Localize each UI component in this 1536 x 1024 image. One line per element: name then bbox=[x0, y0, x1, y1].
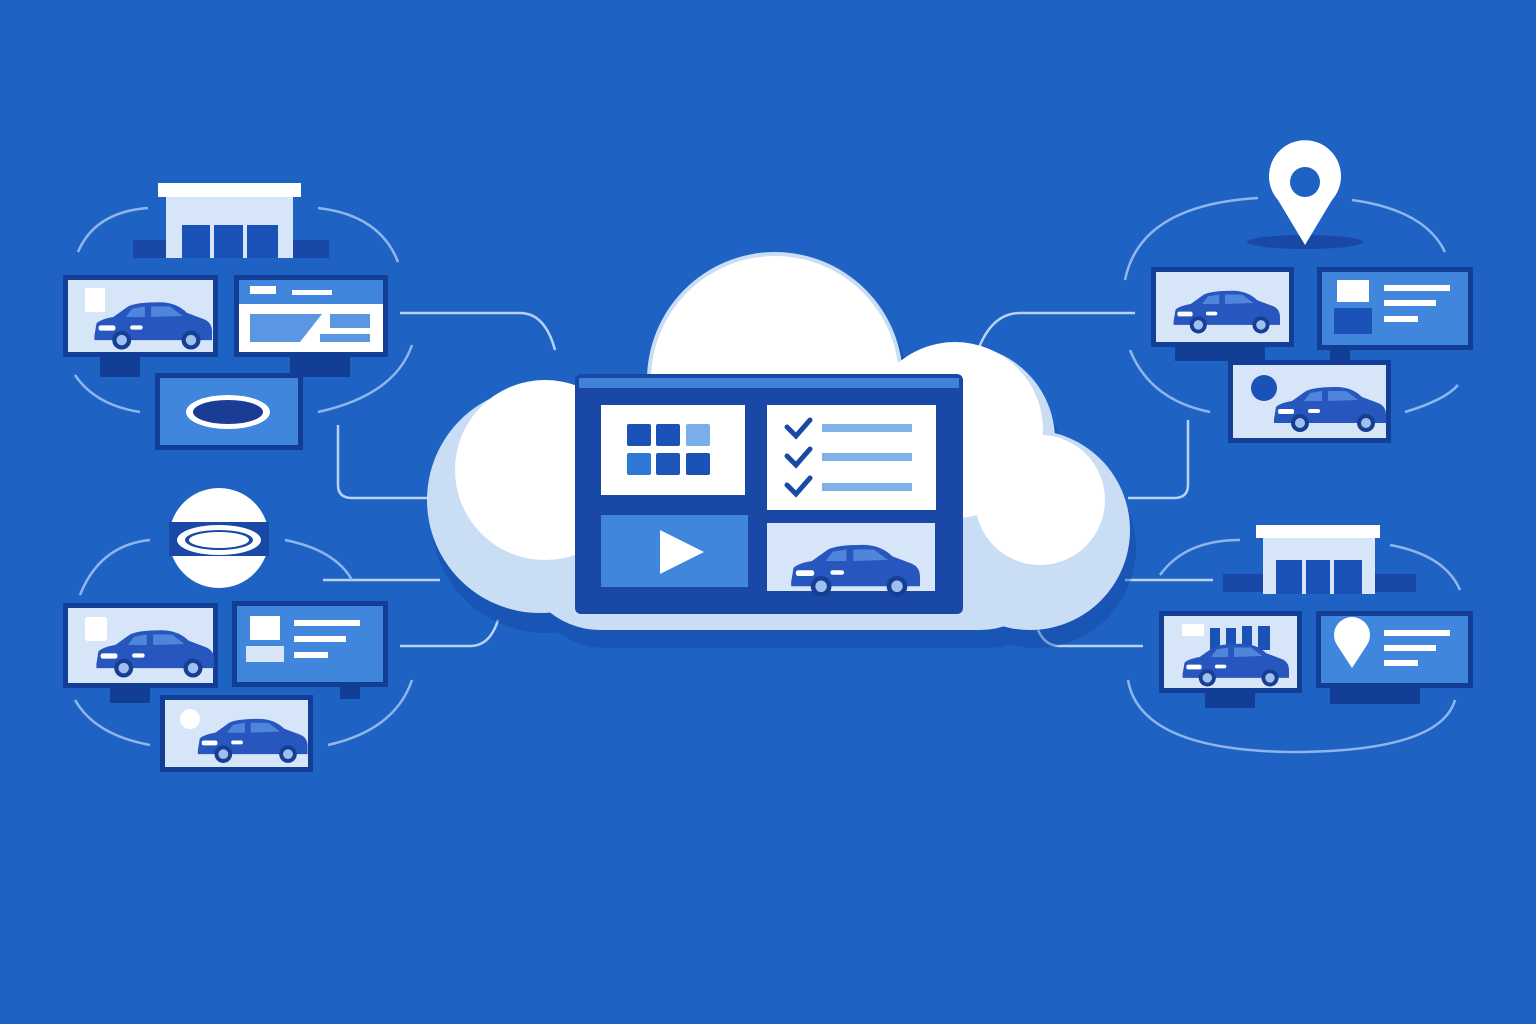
car-showroom-icon bbox=[1210, 626, 1270, 650]
screen-ad-layout bbox=[232, 601, 388, 699]
connector-line bbox=[976, 311, 1135, 351]
monitor-stand bbox=[1330, 688, 1420, 704]
monitor-stand bbox=[290, 357, 350, 377]
orbit-arcs bbox=[73, 196, 1462, 754]
cluster-top-right bbox=[1151, 140, 1473, 443]
connector-line bbox=[336, 425, 430, 500]
connector-line bbox=[400, 311, 557, 351]
monitor-stand bbox=[100, 357, 140, 377]
ad-layout-icon bbox=[250, 616, 280, 640]
cluster-bottom-right bbox=[1159, 525, 1473, 708]
cluster-bottom-left bbox=[63, 488, 388, 772]
screen-ad-layout bbox=[234, 275, 388, 377]
screen-car bbox=[160, 695, 313, 772]
connector-line bbox=[400, 619, 500, 648]
screen-logo bbox=[155, 373, 303, 450]
screen-location-ad bbox=[1316, 611, 1473, 704]
screen-ad-layout bbox=[1317, 267, 1473, 362]
screen-car bbox=[1228, 360, 1391, 443]
logo-ellipse-icon bbox=[193, 400, 263, 424]
window-title-bar bbox=[579, 378, 959, 388]
screen-car bbox=[63, 603, 218, 703]
ad-layout-icon bbox=[250, 314, 322, 342]
checklist-lines bbox=[822, 424, 912, 491]
checklist-icon bbox=[784, 417, 813, 498]
ad-layout-icon bbox=[1337, 280, 1369, 302]
logo-badge bbox=[169, 488, 269, 588]
play-icon bbox=[660, 530, 704, 574]
grid-panel bbox=[601, 405, 745, 495]
monitor-stand bbox=[1205, 693, 1255, 708]
screen-car-showroom bbox=[1159, 611, 1302, 708]
location-pin-icon bbox=[1269, 140, 1342, 245]
connector-line bbox=[1036, 629, 1143, 648]
cluster-top-left bbox=[63, 183, 388, 450]
monitor-stand bbox=[110, 688, 150, 703]
monitor-stand bbox=[1330, 350, 1350, 362]
dashboard-window bbox=[575, 374, 963, 614]
connector-line bbox=[1128, 420, 1190, 500]
storefront-icon bbox=[1223, 525, 1416, 594]
screen-car bbox=[63, 275, 218, 377]
connector-lines bbox=[323, 311, 1213, 648]
location-ad-icon bbox=[1334, 617, 1370, 668]
monitor-stand bbox=[1175, 347, 1265, 361]
screen-car bbox=[1151, 267, 1294, 361]
cloud-hub bbox=[427, 252, 1136, 648]
storefront-icon bbox=[133, 183, 329, 258]
monitor-stand bbox=[340, 687, 360, 699]
grid-icon bbox=[627, 424, 710, 475]
